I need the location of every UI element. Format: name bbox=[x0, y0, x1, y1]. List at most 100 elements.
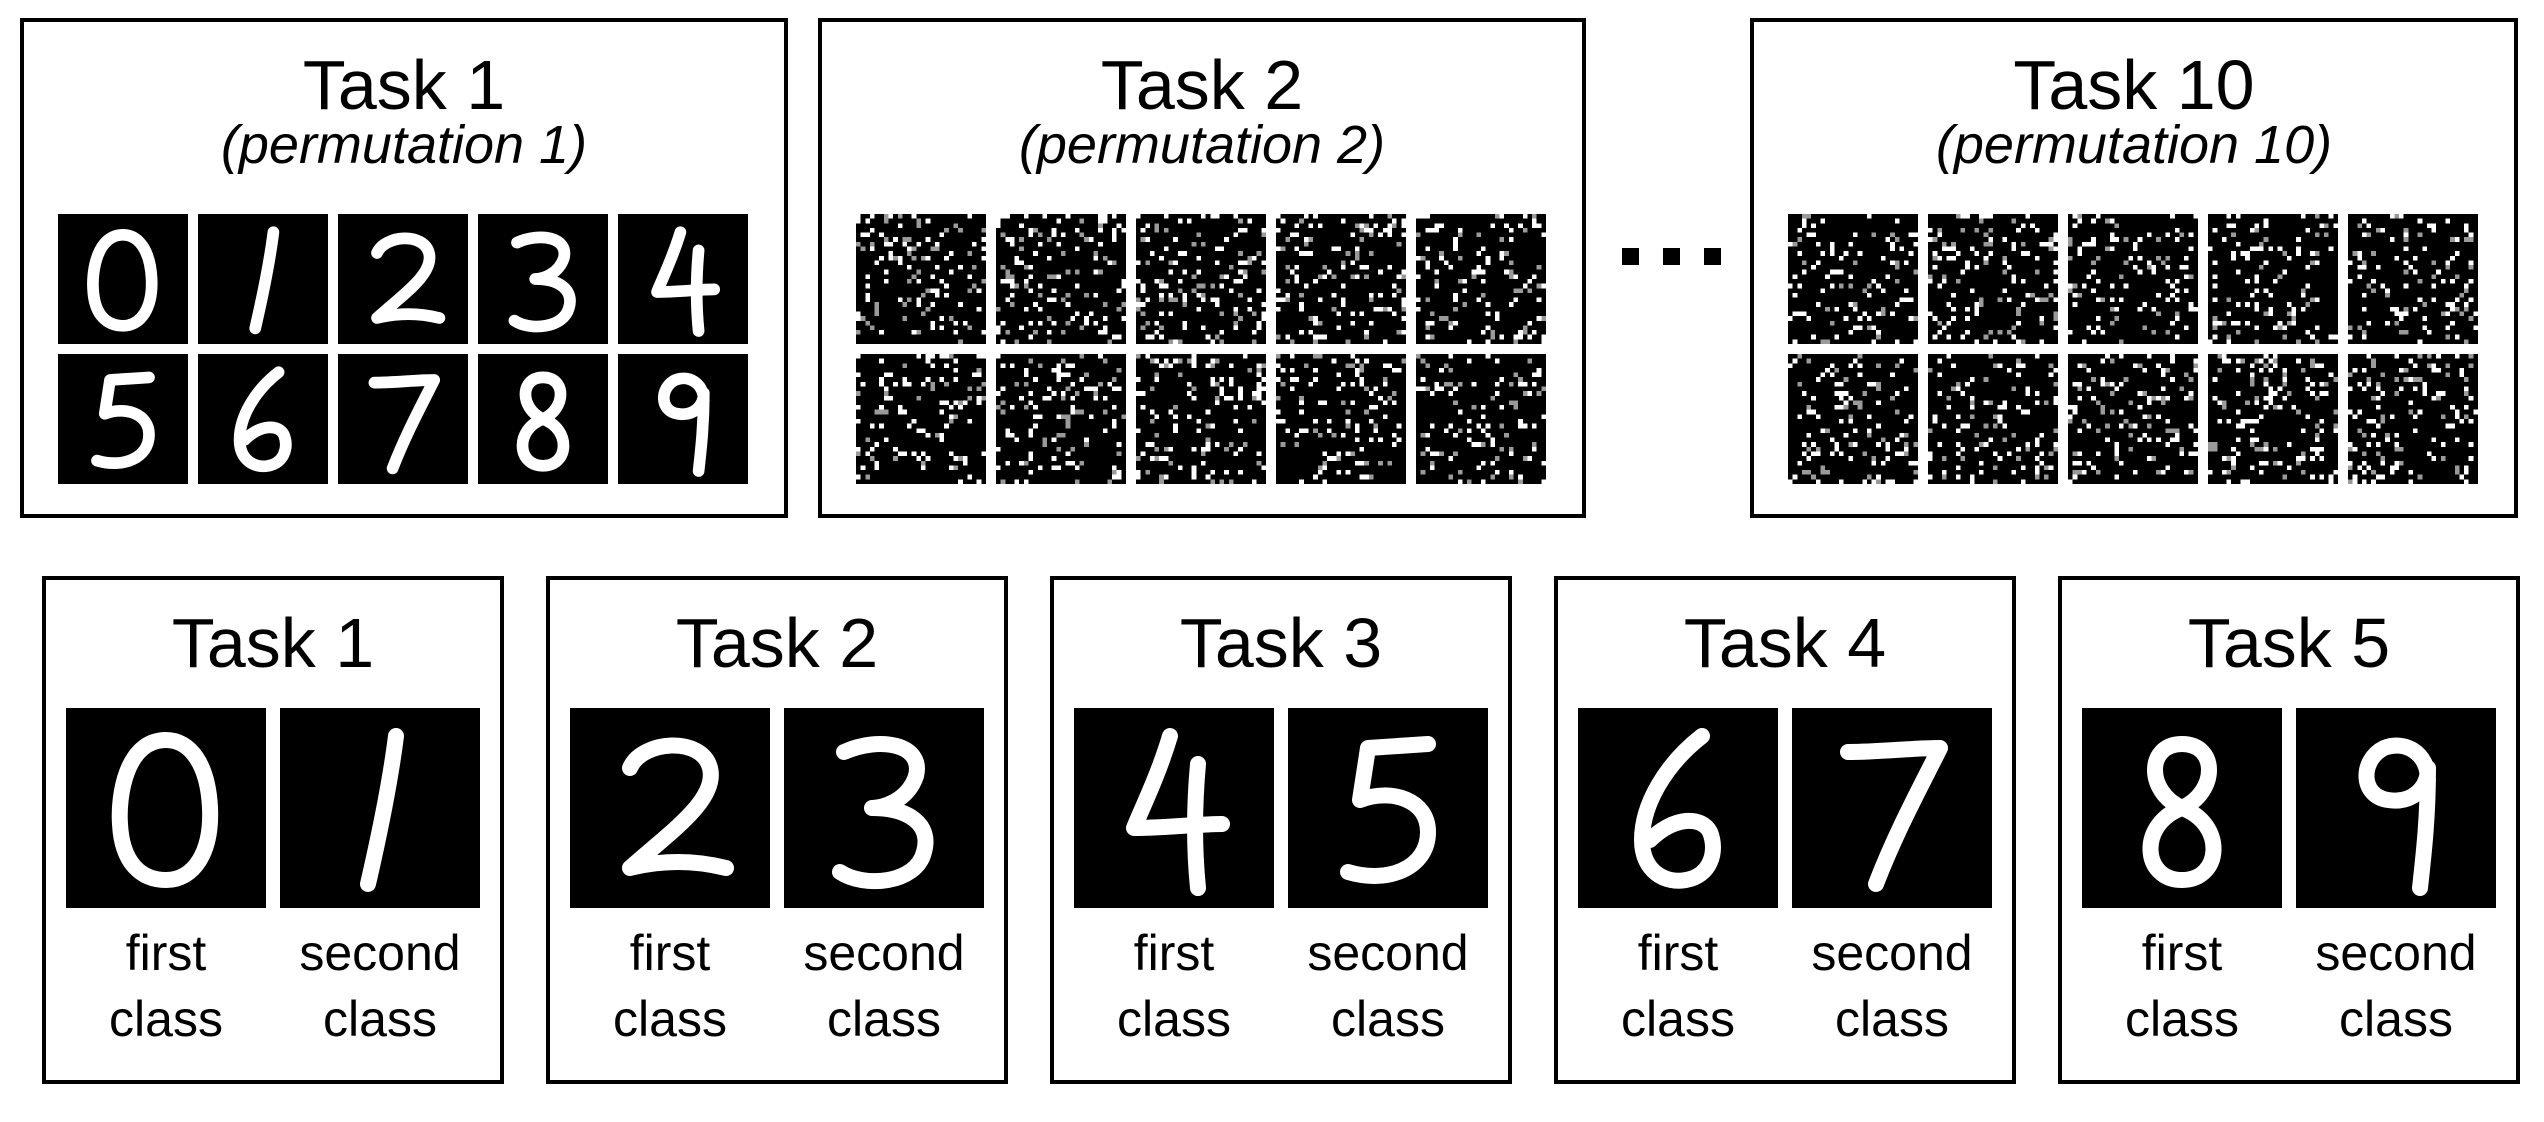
permuted-image-tile bbox=[996, 214, 1126, 344]
panel-title: Task 2 bbox=[1100, 46, 1304, 124]
digit-3-glyph bbox=[508, 231, 576, 333]
digit-1-glyph bbox=[360, 728, 404, 892]
permuted-image-tile bbox=[1928, 214, 2058, 344]
permuted-noise-pattern bbox=[2348, 214, 2478, 344]
panel-title: Task 5 bbox=[2187, 604, 2391, 682]
digit-8-glyph bbox=[516, 371, 570, 472]
permuted-task-panel-10: Task 10 (permutation 10) bbox=[1750, 18, 2518, 518]
digit-6-glyph bbox=[233, 366, 292, 473]
digit-1-glyph bbox=[249, 226, 280, 335]
permuted-noise-pattern bbox=[996, 214, 1126, 344]
panel-title: Task 4 bbox=[1683, 604, 1887, 682]
panel-subtitle: (permutation 10) bbox=[1935, 115, 2333, 175]
permuted-noise-pattern bbox=[1276, 354, 1406, 484]
permuted-image-tile bbox=[2068, 354, 2198, 484]
digit-tile-1 bbox=[198, 214, 328, 344]
permuted-noise-pattern bbox=[1136, 214, 1266, 344]
permuted-image-tile bbox=[2208, 354, 2338, 484]
panel-title: Task 1 bbox=[302, 46, 506, 124]
first-class-caption: first class bbox=[2072, 920, 2292, 1052]
caption-line: class bbox=[1835, 991, 1949, 1047]
caption-line: second bbox=[2315, 925, 2477, 981]
digit-4-glyph bbox=[651, 226, 721, 337]
split-task-panel-5: Task 5 first class second class bbox=[2058, 576, 2520, 1084]
panel-subtitle: (permutation 2) bbox=[1018, 115, 1386, 175]
caption-line: class bbox=[1117, 991, 1231, 1047]
permuted-image-tile bbox=[1276, 214, 1406, 344]
panel-title: Task 3 bbox=[1179, 604, 1383, 682]
permuted-image-tile bbox=[1136, 354, 1266, 484]
permuted-image-tile bbox=[2208, 214, 2338, 344]
caption-line: class bbox=[2125, 991, 2239, 1047]
digit-tile-3 bbox=[478, 214, 608, 344]
permuted-image-tile bbox=[2348, 354, 2478, 484]
panel-title: Task 10 bbox=[2013, 46, 2255, 124]
digit-9-glyph bbox=[658, 372, 710, 477]
digit-tile-7 bbox=[338, 354, 468, 484]
permuted-image-tile bbox=[1416, 354, 1546, 484]
permuted-noise-pattern bbox=[1788, 214, 1918, 344]
digit-0-glyph bbox=[111, 732, 219, 888]
permuted-noise-pattern bbox=[2348, 354, 2478, 484]
permuted-image-tile bbox=[1276, 354, 1406, 484]
digit-9-glyph bbox=[2358, 737, 2436, 896]
digit-tile-2 bbox=[570, 708, 770, 908]
caption-line: first bbox=[629, 925, 711, 981]
caption-line: second bbox=[1307, 925, 1469, 981]
second-class-caption: second class bbox=[1278, 920, 1498, 1052]
digit-tile-8 bbox=[2082, 708, 2282, 908]
digit-8-glyph bbox=[2142, 736, 2222, 888]
digit-2-glyph bbox=[371, 232, 446, 324]
digit-3-glyph bbox=[832, 736, 934, 890]
permuted-task-panel-1: Task 1 (permutation 1) bbox=[20, 18, 788, 518]
caption-line: class bbox=[613, 991, 727, 1047]
caption-line: class bbox=[109, 991, 223, 1047]
caption-line: class bbox=[323, 991, 437, 1047]
permuted-noise-pattern bbox=[1788, 354, 1918, 484]
permuted-noise-pattern bbox=[2208, 354, 2338, 484]
permuted-image-tile bbox=[856, 214, 986, 344]
panel-title: Task 1 bbox=[171, 604, 375, 682]
permuted-noise-pattern bbox=[856, 354, 986, 484]
caption-line: class bbox=[2339, 991, 2453, 1047]
permuted-noise-pattern bbox=[2208, 214, 2338, 344]
permuted-image-tile bbox=[1928, 354, 2058, 484]
digit-2-glyph bbox=[622, 737, 734, 876]
caption-line: class bbox=[1331, 991, 1445, 1047]
digit-4-glyph bbox=[1126, 728, 1230, 896]
digit-0-glyph bbox=[87, 228, 158, 332]
digit-tile-5 bbox=[1288, 708, 1488, 908]
digit-7-glyph bbox=[1840, 740, 1948, 892]
permuted-noise-pattern bbox=[2068, 354, 2198, 484]
digit-5-glyph bbox=[91, 371, 155, 469]
digit-tile-9 bbox=[2296, 708, 2496, 908]
permuted-noise-pattern bbox=[1416, 214, 1546, 344]
digit-tile-3 bbox=[784, 708, 984, 908]
permuted-noise-pattern bbox=[1276, 214, 1406, 344]
permuted-task-panel-2: Task 2 (permutation 2) bbox=[818, 18, 1586, 518]
permuted-noise-pattern bbox=[1136, 354, 1266, 484]
permuted-image-tile bbox=[1136, 214, 1266, 344]
digit-tile-7 bbox=[1792, 708, 1992, 908]
digit-tile-6 bbox=[198, 354, 328, 484]
permuted-noise-pattern bbox=[1416, 354, 1546, 484]
permuted-noise-pattern bbox=[1928, 354, 2058, 484]
panel-subtitle: (permutation 1) bbox=[220, 115, 588, 175]
panel-title: Task 2 bbox=[675, 604, 879, 682]
second-class-caption: second class bbox=[2286, 920, 2506, 1052]
digit-tile-8 bbox=[478, 354, 608, 484]
permuted-image-tile bbox=[1416, 214, 1546, 344]
digit-tile-9 bbox=[618, 354, 748, 484]
permuted-image-tile bbox=[2348, 214, 2478, 344]
permuted-image-tile bbox=[1788, 354, 1918, 484]
caption-line: second bbox=[1811, 925, 1973, 981]
permuted-noise-pattern bbox=[856, 214, 986, 344]
caption-line: first bbox=[2141, 925, 2223, 981]
permuted-noise-pattern bbox=[996, 354, 1126, 484]
